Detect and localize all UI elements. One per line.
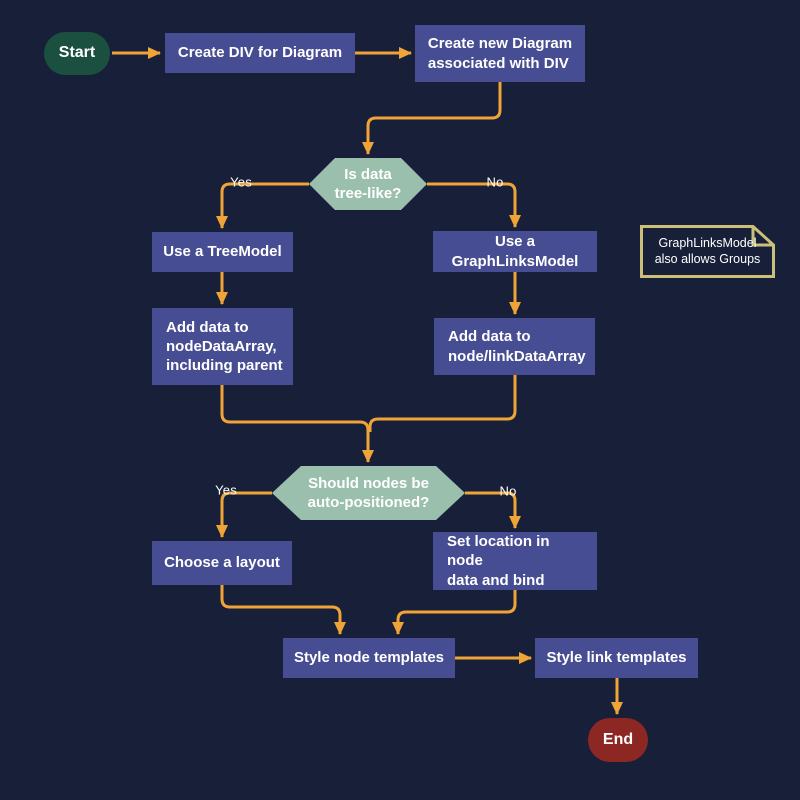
node-style-node-templates[interactable]: Style node templates <box>283 638 455 678</box>
node-add-node-data[interactable]: Add data to nodeDataArray, including par… <box>152 308 293 385</box>
edge-choose-layout-to-style-node <box>220 585 346 635</box>
edge-auto-no-to-set-location <box>465 491 521 529</box>
node-label: Create DIV for Diagram <box>177 44 343 62</box>
edge-label-yes: Yes <box>215 482 237 498</box>
decision-label-line: Is data <box>344 165 392 183</box>
comment-note[interactable]: GraphLinksModel also allows Groups <box>640 225 775 278</box>
node-create-diagram[interactable]: Create new Diagram associated with DIV <box>415 25 585 82</box>
node-label: Style node templates <box>293 649 445 667</box>
node-use-graphlinksmodel[interactable]: Use a GraphLinksModel <box>433 231 597 272</box>
decision-label-line: tree-like? <box>334 185 402 202</box>
node-choose-layout[interactable]: Choose a layout <box>152 541 292 585</box>
edge-label-no: No <box>499 483 517 499</box>
note-text-line: also allows Groups <box>654 251 761 266</box>
node-label-line: data and bind <box>447 571 545 589</box>
node-label: Start <box>58 44 96 62</box>
node-set-location[interactable]: Set location in node data and bind <box>433 532 597 590</box>
node-label: End <box>602 730 634 748</box>
decision-auto-positioned[interactable]: Should nodes be auto-positioned? <box>272 466 465 520</box>
edge-auto-yes-to-choose-layout <box>216 491 272 538</box>
edge-add-node-data-to-auto-positioned <box>220 385 374 463</box>
note-outline-icon <box>640 225 775 278</box>
node-use-treemodel[interactable]: Use a TreeModel <box>152 232 293 272</box>
edge-label-no: No <box>486 174 504 190</box>
edge-add-link-data-merge <box>368 375 517 432</box>
node-label-line: associated with DIV <box>427 54 569 72</box>
node-label-line: Create new Diagram <box>427 35 573 53</box>
node-end[interactable]: End <box>588 718 648 762</box>
node-label: Choose a layout <box>164 554 280 572</box>
decision-label-line: auto-positioned? <box>307 494 430 511</box>
node-label-line: Add data to <box>448 328 531 346</box>
node-label-line: including parent <box>166 357 283 375</box>
decision-label-line: Should nodes be <box>308 474 429 492</box>
node-add-link-data[interactable]: Add data to node/linkDataArray <box>434 318 595 375</box>
note-text-line: GraphLinksModel <box>658 235 757 250</box>
node-label: Use a GraphLinksModel <box>451 233 579 270</box>
edge-set-location-to-style-node <box>392 590 517 635</box>
node-start[interactable]: Start <box>44 32 110 75</box>
node-label: Style link templates <box>546 649 687 667</box>
edge-label-yes: Yes <box>230 174 252 190</box>
node-create-div[interactable]: Create DIV for Diagram <box>165 33 355 73</box>
edge-is-tree-yes-to-treemodel <box>216 182 309 229</box>
edge-is-tree-no-to-graphlinksmodel <box>427 182 521 228</box>
node-label-line: nodeDataArray, <box>166 337 277 355</box>
node-label-line: Set location in node <box>447 533 550 570</box>
node-label-line: Add data to <box>166 318 249 336</box>
node-label-line: node/linkDataArray <box>448 347 586 365</box>
node-style-link-templates[interactable]: Style link templates <box>535 638 698 678</box>
decision-is-data-tree-like[interactable]: Is data tree-like? <box>309 158 427 210</box>
edge-create-diagram-to-is-tree <box>362 82 502 155</box>
node-label: Use a TreeModel <box>163 243 282 261</box>
